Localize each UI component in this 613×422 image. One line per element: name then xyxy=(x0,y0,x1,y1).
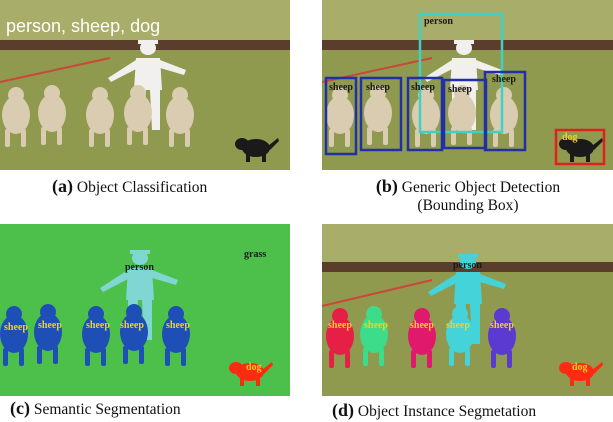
bbox-label-sheep-1: sheep xyxy=(329,82,353,93)
caption-a-text: Object Classification xyxy=(76,179,208,196)
bbox-sheep-1 xyxy=(324,76,358,156)
inst-label-sheep-1: sheep xyxy=(328,320,352,331)
bbox-sheep-2 xyxy=(359,76,403,152)
segmentation-map-c: grass person sheep sheep sheep sheep she… xyxy=(0,224,290,396)
photo-scene-b: person sheep sheep sheep sheep sheep dog xyxy=(322,0,613,170)
inst-label-sheep-3: sheep xyxy=(410,320,434,331)
seg-label-sheep-2: sheep xyxy=(38,320,62,331)
caption-b-text: Generic Object Detection xyxy=(401,179,561,196)
caption-c: (c) Semantic Segmentation xyxy=(10,398,181,419)
inst-label-sheep-5: sheep xyxy=(490,320,514,331)
seg-label-sheep-4: sheep xyxy=(120,320,144,331)
bbox-dog xyxy=(554,128,606,166)
inst-label-person: person xyxy=(453,260,482,271)
caption-b: (b) Generic Object Detection (Bounding B… xyxy=(340,176,596,215)
bbox-sheep-3 xyxy=(406,76,444,152)
photo-scene-a: person, sheep, dog xyxy=(0,0,290,170)
panel-a-classification-image: person, sheep, dog xyxy=(0,0,290,170)
panel-b-detection-image: person sheep sheep sheep sheep sheep dog xyxy=(322,0,613,170)
caption-b-letter: (b) xyxy=(375,176,398,196)
inst-label-dog: dog xyxy=(572,362,588,373)
bbox-sheep-5 xyxy=(483,70,527,152)
bbox-label-sheep-2: sheep xyxy=(366,82,390,93)
bbox-label-sheep-5: sheep xyxy=(492,74,516,85)
inst-label-sheep-2: sheep xyxy=(364,320,388,331)
seg-label-sheep-1: sheep xyxy=(4,322,28,333)
caption-d-letter: (d) xyxy=(332,400,354,420)
seg-label-sheep-5: sheep xyxy=(166,320,190,331)
caption-c-letter: (c) xyxy=(10,398,30,418)
photo-scene-d: person sheep sheep sheep sheep sheep dog xyxy=(322,224,613,396)
caption-a-letter: (a) xyxy=(52,176,73,196)
bbox-label-dog: dog xyxy=(562,132,578,143)
bbox-label-sheep-3: sheep xyxy=(411,82,435,93)
caption-d: (d) Object Instance Segmetation xyxy=(332,400,536,421)
panel-d-instance-segmentation: person sheep sheep sheep sheep sheep dog xyxy=(322,224,613,396)
classification-overlay-text: person, sheep, dog xyxy=(6,16,160,36)
caption-d-text: Object Instance Segmetation xyxy=(357,403,537,420)
caption-b-subtext: (Bounding Box) xyxy=(417,197,519,214)
caption-c-text: Semantic Segmentation xyxy=(33,401,181,418)
bbox-label-person: person xyxy=(424,16,453,27)
inst-label-sheep-4: sheep xyxy=(446,320,470,331)
bbox-label-sheep-4: sheep xyxy=(448,84,472,95)
seg-label-dog: dog xyxy=(246,362,262,373)
seg-label-grass: grass xyxy=(244,249,266,260)
seg-label-sheep-3: sheep xyxy=(86,320,110,331)
seg-label-person: person xyxy=(125,262,154,273)
panel-c-semantic-segmentation: grass person sheep sheep sheep sheep she… xyxy=(0,224,290,396)
caption-a: (a) Object Classification xyxy=(52,176,207,197)
